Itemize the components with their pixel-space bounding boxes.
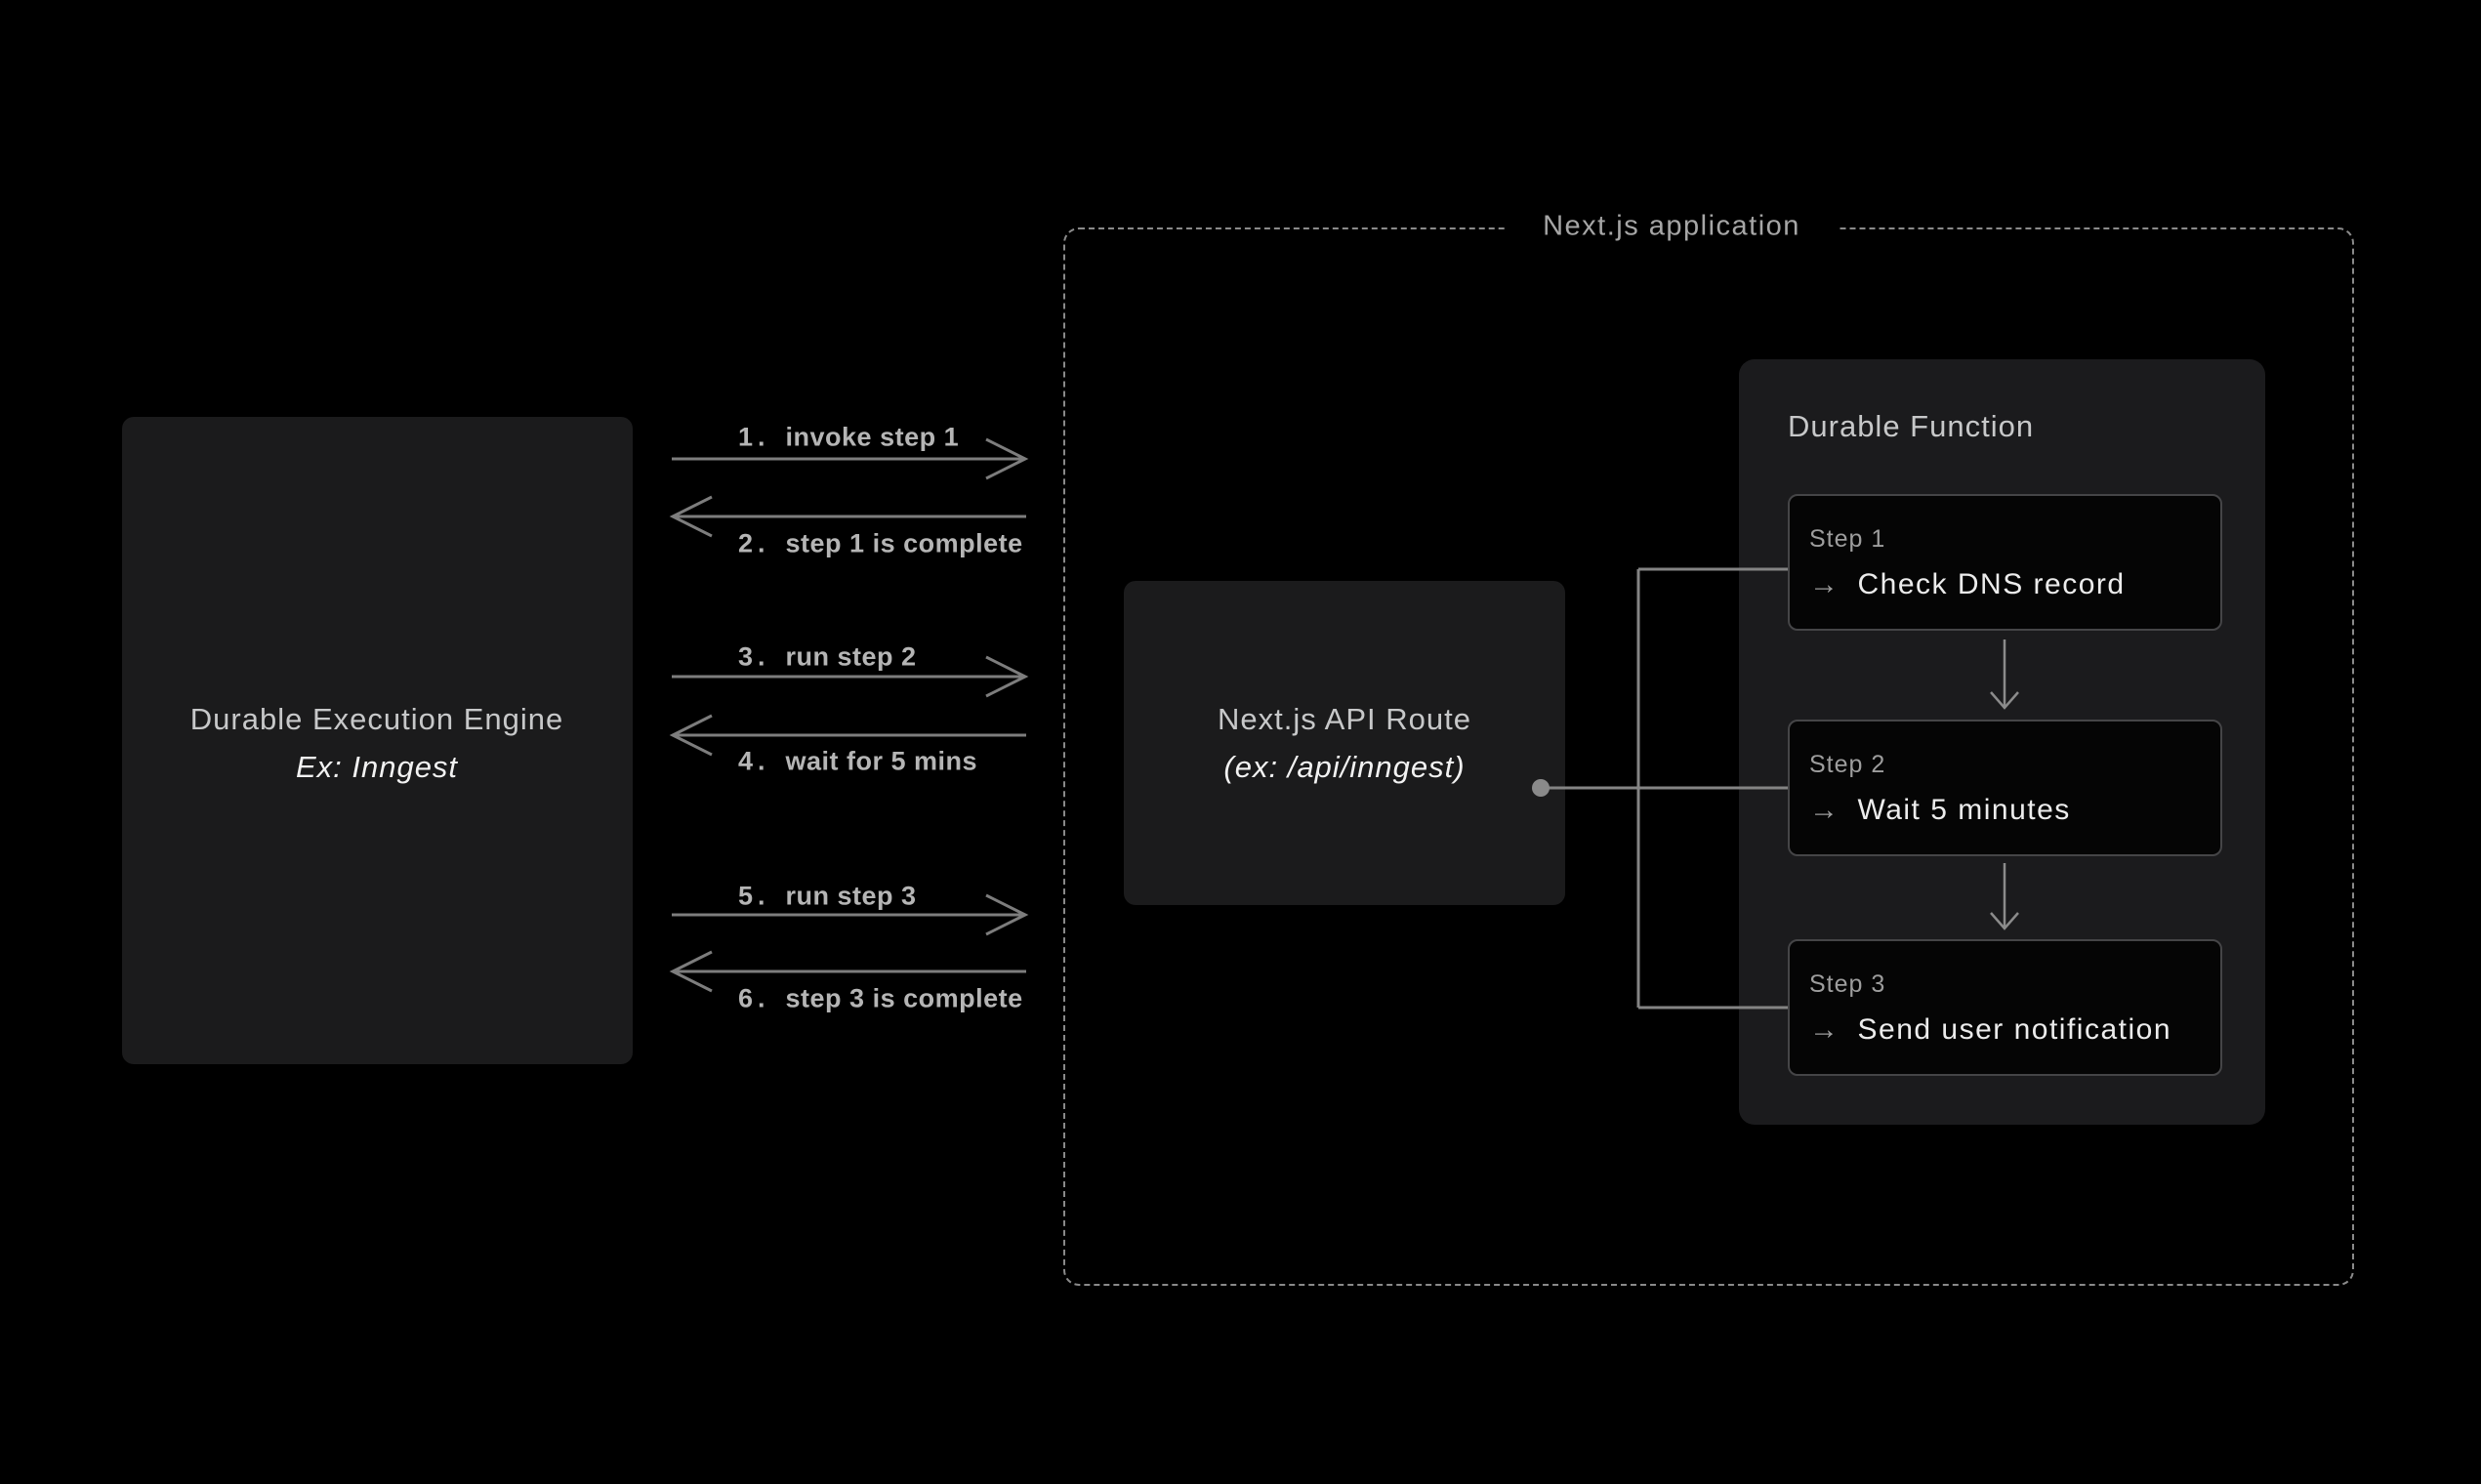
step-1-action-text: Check DNS record xyxy=(1857,568,2126,600)
nextjs-application-label: Next.js application xyxy=(1506,210,1838,243)
message-arrow-5-right xyxy=(672,893,1029,936)
connector-origin-dot xyxy=(1532,779,1550,797)
message-label-4: 4.wait for 5 mins xyxy=(738,746,978,776)
nextjs-api-route-box xyxy=(1124,581,1565,905)
message-label-5: 5.run step 3 xyxy=(738,881,917,911)
step-3-action-text: Send user notification xyxy=(1857,1013,2172,1046)
message-arrow-3-right xyxy=(672,655,1029,698)
step-card-3: Step 3 → Send user notification xyxy=(1788,939,2222,1076)
step1-to-step2-arrow xyxy=(1990,639,2019,710)
step-2-label: Step 2 xyxy=(1809,751,1886,778)
step-1-action-row: → Check DNS record xyxy=(1809,566,2201,603)
api-route-title: Next.js API Route xyxy=(1218,702,1471,736)
message-label-6: 6.step 3 is complete xyxy=(738,983,1023,1013)
step-3-action-row: → Send user notification xyxy=(1809,1011,2201,1049)
step-3-label: Step 3 xyxy=(1809,970,1886,998)
step-2-action-text: Wait 5 minutes xyxy=(1857,794,2071,826)
arrow-right-icon: → xyxy=(1809,794,1840,826)
step2-to-step3-arrow xyxy=(1990,863,2019,930)
message-arrow-2-left xyxy=(669,495,1026,538)
api-to-steps-connector xyxy=(1541,567,1788,1010)
engine-box-subtitle: Ex: Inngest xyxy=(295,750,459,784)
step-card-1: Step 1 → Check DNS record xyxy=(1788,494,2222,631)
message-arrow-4-left xyxy=(669,714,1026,757)
step-2-action-row: → Wait 5 minutes xyxy=(1809,792,2201,829)
message-label-2: 2.step 1 is complete xyxy=(738,528,1023,558)
message-arrow-6-left xyxy=(669,950,1026,993)
arrow-right-icon: → xyxy=(1809,1013,1840,1046)
api-route-subtitle: (ex: /api/inngest) xyxy=(1223,750,1466,784)
engine-box-title: Durable Execution Engine xyxy=(189,702,564,736)
message-arrow-1-right xyxy=(672,437,1029,480)
durable-function-title: Durable Function xyxy=(1788,409,2035,443)
message-label-3: 3.run step 2 xyxy=(738,641,917,672)
durable-execution-engine-box xyxy=(122,417,633,1064)
message-label-1: 1.invoke step 1 xyxy=(738,422,960,452)
step-card-2: Step 2 → Wait 5 minutes xyxy=(1788,720,2222,856)
step-1-label: Step 1 xyxy=(1809,525,1886,553)
arrow-right-icon: → xyxy=(1809,568,1840,600)
